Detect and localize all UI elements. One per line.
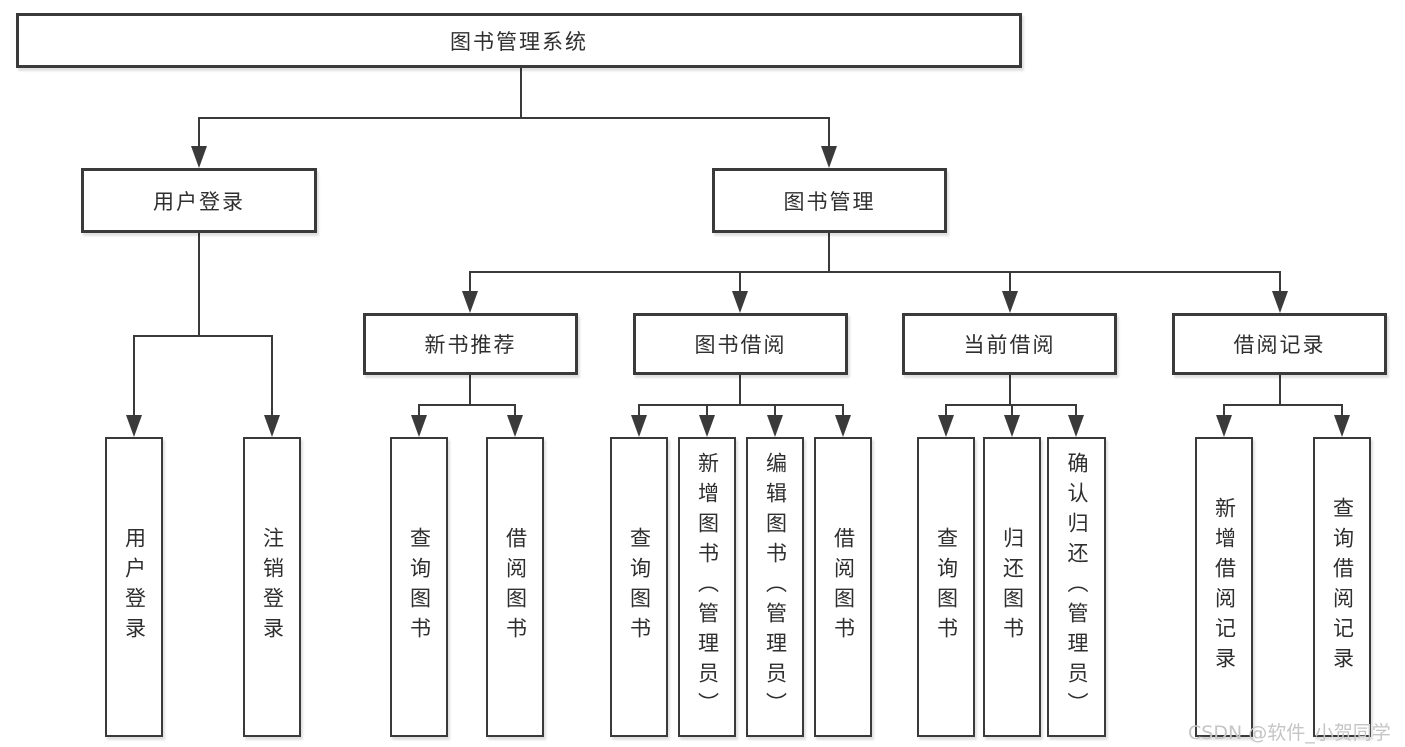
leaf-label: 借阅图书 <box>831 527 856 647</box>
node-label: 借阅记录 <box>1233 333 1326 357</box>
node-library-management-system: 图书管理系统 <box>16 13 1022 68</box>
arrowhead-down-icon <box>699 415 715 437</box>
arrowhead-down-icon <box>264 415 280 437</box>
node-label: 新书推荐 <box>424 333 517 357</box>
connector-line <box>514 404 516 419</box>
node-label: 图书管理 <box>783 189 876 214</box>
node-label: 图书管理系统 <box>450 29 588 54</box>
arrowhead-down-icon <box>1334 415 1350 437</box>
leaf-label: 确认归还（管理员） <box>1065 452 1089 722</box>
connector-line <box>1075 404 1077 419</box>
arrowhead-down-icon <box>191 146 207 168</box>
node-user-login: 用户登录 <box>81 168 317 233</box>
leaf-label: 用户登录 <box>122 527 147 647</box>
connector-line <box>1223 404 1343 406</box>
leaf-label: 查询借阅记录 <box>1330 497 1355 677</box>
leaf-edit-books-admin: 编辑图书（管理员） <box>746 437 804 737</box>
connector-line <box>1009 271 1011 295</box>
arrowhead-down-icon <box>462 291 478 313</box>
connector-line <box>1279 271 1281 295</box>
leaf-add-borrow-record: 新增借阅记录 <box>1195 437 1253 737</box>
connector-line <box>638 404 844 406</box>
connector-line <box>133 335 273 337</box>
node-label: 图书借阅 <box>694 333 787 357</box>
connector-line <box>418 404 420 419</box>
leaf-label: 查询图书 <box>627 527 652 647</box>
leaf-label: 查询图书 <box>407 527 432 647</box>
leaf-label: 编辑图书（管理员） <box>763 452 788 722</box>
leaf-label: 查询图书 <box>934 527 959 647</box>
arrowhead-down-icon <box>1068 415 1084 437</box>
node-borrowing-records: 借阅记录 <box>1172 313 1387 375</box>
connector-line <box>469 375 471 406</box>
connector-line <box>1341 404 1343 419</box>
node-label: 用户登录 <box>153 189 245 214</box>
leaf-query-books-current: 查询图书 <box>917 437 975 737</box>
leaf-label: 借阅图书 <box>503 527 528 647</box>
leaf-label: 新增图书（管理员） <box>695 452 720 722</box>
leaf-label: 新增借阅记录 <box>1212 497 1237 677</box>
connector-line <box>739 375 741 406</box>
connector-line <box>828 117 830 149</box>
arrowhead-down-icon <box>1272 291 1288 313</box>
arrowhead-down-icon <box>1216 415 1232 437</box>
connector-line <box>842 404 844 419</box>
arrowhead-down-icon <box>411 415 427 437</box>
arrowhead-down-icon <box>1004 415 1020 437</box>
leaf-query-borrow-record: 查询借阅记录 <box>1313 437 1371 737</box>
arrowhead-down-icon <box>732 291 748 313</box>
node-book-borrowing: 图书借阅 <box>633 313 848 375</box>
arrowhead-down-icon <box>1002 291 1018 313</box>
leaf-borrow-books-recommend: 借阅图书 <box>486 437 544 737</box>
connector-line <box>828 233 830 272</box>
leaf-borrow-books: 借阅图书 <box>814 437 872 737</box>
connector-line <box>198 117 830 119</box>
arrowhead-down-icon <box>507 415 523 437</box>
connector-line <box>1011 404 1013 419</box>
connector-line <box>706 404 708 419</box>
leaf-query-books-borrow: 查询图书 <box>610 437 668 737</box>
arrowhead-down-icon <box>126 415 142 437</box>
connector-line <box>945 404 947 419</box>
connector-line <box>198 117 200 149</box>
leaf-confirm-return-admin: 确认归还（管理员） <box>1047 437 1106 737</box>
connector-line <box>774 404 776 419</box>
connector-line <box>469 271 1281 273</box>
node-book-management: 图书管理 <box>712 168 947 233</box>
connector-line <box>1223 404 1225 419</box>
leaf-logout: 注销登录 <box>243 437 301 737</box>
arrowhead-down-icon <box>767 415 783 437</box>
connector-line <box>469 271 471 295</box>
leaf-add-books-admin: 新增图书（管理员） <box>678 437 736 737</box>
connector-line <box>133 335 135 418</box>
leaf-user-login: 用户登录 <box>105 437 163 737</box>
connector-line <box>1009 375 1011 406</box>
connector-line <box>271 335 273 418</box>
leaf-label: 归还图书 <box>1000 527 1025 647</box>
connector-line <box>638 404 640 419</box>
arrowhead-down-icon <box>631 415 647 437</box>
connector-line <box>1279 375 1281 406</box>
arrowhead-down-icon <box>821 146 837 168</box>
connector-line <box>739 271 741 295</box>
node-current-borrowing: 当前借阅 <box>902 313 1117 375</box>
csdn-watermark: CSDN @软件_小贺同学 <box>1188 722 1391 744</box>
connector-line <box>418 404 516 406</box>
connector-line <box>520 66 522 118</box>
leaf-label: 注销登录 <box>260 527 285 647</box>
arrowhead-down-icon <box>938 415 954 437</box>
leaf-return-books: 归还图书 <box>983 437 1041 737</box>
arrowhead-down-icon <box>835 415 851 437</box>
connector-line <box>198 233 200 337</box>
leaf-query-books-recommend: 查询图书 <box>390 437 448 737</box>
node-new-book-recommendation: 新书推荐 <box>363 313 578 375</box>
node-label: 当前借阅 <box>963 333 1056 357</box>
